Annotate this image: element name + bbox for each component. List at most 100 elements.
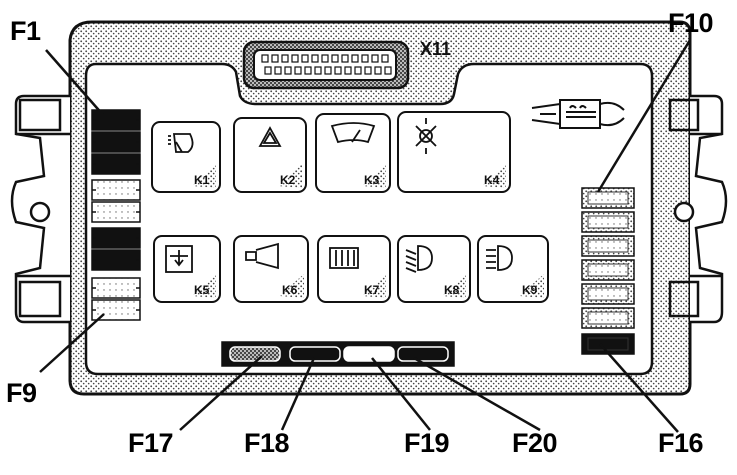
- low-beam-icon: [405, 245, 433, 273]
- fuse-bottom-19: [343, 346, 395, 362]
- fuse-bottom-17: [229, 346, 281, 362]
- leader-f1: [45, 49, 105, 117]
- fuse-column-left: [91, 109, 141, 321]
- connector-pin: [274, 66, 282, 75]
- relay-k4-body: [397, 111, 511, 193]
- relay-shading: [362, 164, 386, 188]
- leader-f18: [280, 357, 316, 431]
- rear-defrost-icon: [329, 247, 359, 269]
- connector-pin: [301, 54, 309, 63]
- leader-f19: [371, 357, 431, 431]
- fuse-left-6: [91, 227, 141, 249]
- relay-k4: K4: [397, 111, 511, 193]
- connector-pin: [284, 66, 292, 75]
- relay-shading: [278, 164, 302, 188]
- connector-pin: [264, 66, 272, 75]
- fuse-left-7: [91, 249, 141, 271]
- relay-k5: K5: [153, 235, 221, 303]
- fuse-row-bottom: [221, 341, 455, 367]
- relay-shading: [192, 274, 216, 298]
- connector-pin: [354, 66, 362, 75]
- relay-k3-label: K3: [364, 173, 380, 187]
- connector-pin: [351, 54, 359, 63]
- relay-k1: K1: [151, 121, 221, 193]
- label-f17: F17: [128, 428, 174, 458]
- label-f19: F19: [404, 428, 450, 458]
- relay-shading: [442, 274, 466, 298]
- connector-pin: [271, 54, 279, 63]
- windshield-wiper-icon: [330, 122, 376, 144]
- high-beam-icon: [486, 245, 513, 271]
- connector-pin: [384, 66, 392, 75]
- connector-pin: [281, 54, 289, 63]
- leader-f10: [596, 39, 692, 193]
- relay-k7: K7: [317, 235, 391, 303]
- connector-pin: [344, 66, 352, 75]
- fuse-right-body: [587, 239, 629, 253]
- fuse-left-1: [91, 109, 141, 131]
- relay-k2-body: [233, 117, 307, 193]
- relay-k9-label: K9: [522, 283, 538, 297]
- leader-f16: [599, 343, 679, 433]
- fuse-left-3: [91, 153, 141, 175]
- connector-x11: X11: [242, 39, 451, 90]
- fuse-right-body: [587, 263, 629, 277]
- connector-pin: [304, 66, 312, 75]
- fuse-right-body: [587, 287, 629, 301]
- relay-k6: K6: [233, 235, 309, 303]
- connector-pin: [291, 54, 299, 63]
- fuse-bottom-20: [397, 346, 449, 362]
- connector-pin: [314, 66, 322, 75]
- connector-pin: [341, 54, 349, 63]
- relay-k3: K3: [315, 113, 391, 193]
- relay-k7-label: K7: [364, 283, 380, 297]
- connector-pin: [321, 54, 329, 63]
- connector-pin: [381, 54, 389, 63]
- fuse-right-body: [587, 311, 629, 325]
- fuse-column-right: [581, 187, 635, 355]
- relay-k5-label: K5: [194, 283, 210, 297]
- relay-shading: [520, 274, 544, 298]
- fuse-bottom-18: [289, 346, 341, 362]
- connector-pin: [364, 66, 372, 75]
- label-f16: F16: [658, 428, 704, 458]
- relay-k8: K8: [397, 235, 471, 303]
- connector-pin: [331, 54, 339, 63]
- connector-pin: [361, 54, 369, 63]
- seat-heater-icon: [165, 245, 193, 273]
- label-f18: F18: [244, 428, 290, 458]
- connector-pin: [324, 66, 332, 75]
- fuse-left-5: [91, 201, 141, 223]
- relay-k2-label: K2: [280, 173, 296, 187]
- connector-pin: [294, 66, 302, 75]
- mounting-ear-left: [10, 94, 70, 324]
- fuse-left-8: [91, 277, 141, 299]
- relay-shading: [482, 164, 506, 188]
- leader-lines: [39, 39, 692, 433]
- fuse-left-2: [91, 131, 141, 153]
- relay-k4-label: K4: [484, 173, 500, 187]
- fuse-left-4: [91, 179, 141, 201]
- fuse-puller-tool-icon: [531, 99, 625, 129]
- label-f1: F1: [10, 16, 41, 46]
- relay-k2: K2: [233, 117, 307, 193]
- relay-k9: K9: [477, 235, 549, 303]
- fuse-right-body: [587, 337, 629, 351]
- connector-pin: [374, 66, 382, 75]
- leader-f20: [413, 356, 541, 432]
- relay-k1-label: K1: [194, 173, 210, 187]
- hazard-triangle-icon: [258, 126, 282, 147]
- fuse-right-body: [587, 191, 629, 205]
- horn-icon: [245, 242, 279, 270]
- relay-k8-label: K8: [444, 283, 460, 297]
- connector-label: X11: [420, 39, 451, 59]
- connector-pin: [261, 54, 269, 63]
- label-f20: F20: [512, 428, 558, 458]
- label-f10: F10: [668, 8, 714, 38]
- connector-pin: [334, 66, 342, 75]
- label-f9: F9: [6, 378, 37, 408]
- relay-k9-body: [477, 235, 549, 303]
- mounting-ear-right: [668, 94, 728, 324]
